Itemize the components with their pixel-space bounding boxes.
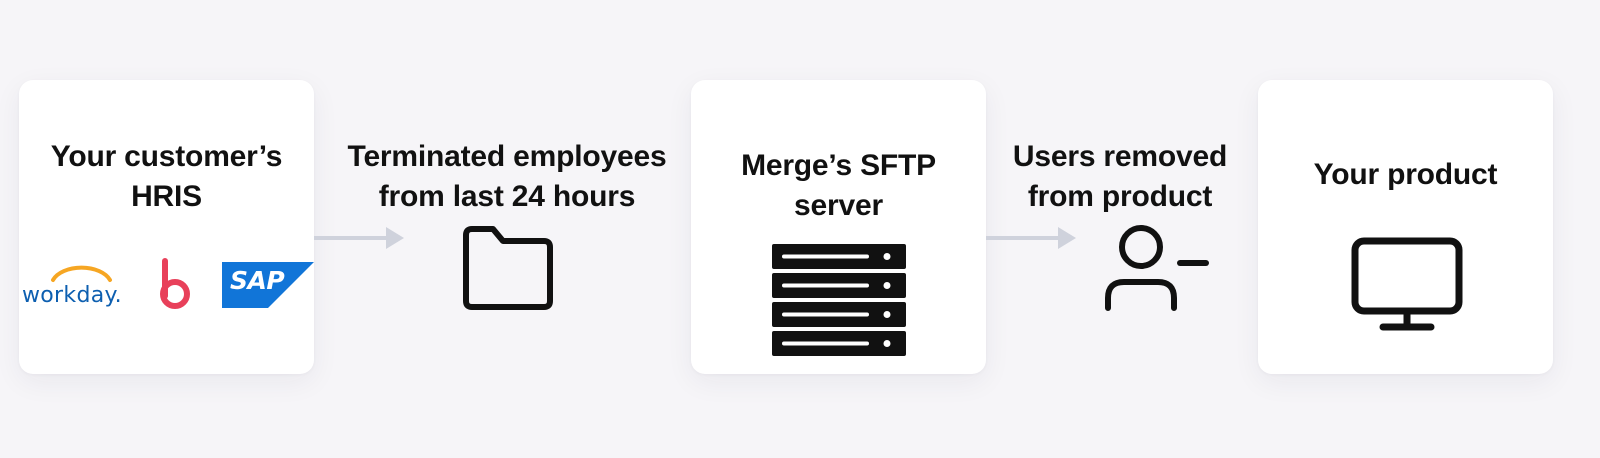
workday-logo-text: workday. — [22, 283, 122, 308]
sap-logo-text: SAP — [230, 266, 285, 295]
bamboohr-logo — [155, 258, 195, 310]
bamboohr-b-icon — [160, 258, 190, 309]
source-card — [19, 80, 314, 374]
arrow-right-icon — [314, 227, 404, 249]
arrow-right-icon — [986, 227, 1076, 249]
step-1-label: Terminated employees from last 24 hours — [347, 140, 667, 213]
sap-shape-icon — [222, 262, 314, 308]
sap-logo: SAP — [222, 262, 314, 308]
server-card-title: Merge’s SFTP server — [741, 149, 936, 222]
folder-icon — [463, 226, 553, 310]
source-card-title: Your customer’s HRIS — [50, 140, 283, 213]
workday-arc-icon — [51, 265, 112, 282]
monitor-icon — [1351, 237, 1463, 331]
server-rack-icon — [772, 244, 906, 356]
user-remove-icon — [1105, 225, 1209, 311]
workday-logo: workday. — [22, 258, 142, 308]
product-card-title: Your product — [1313, 158, 1498, 191]
step-2-label: Users removed from product — [1012, 140, 1228, 213]
